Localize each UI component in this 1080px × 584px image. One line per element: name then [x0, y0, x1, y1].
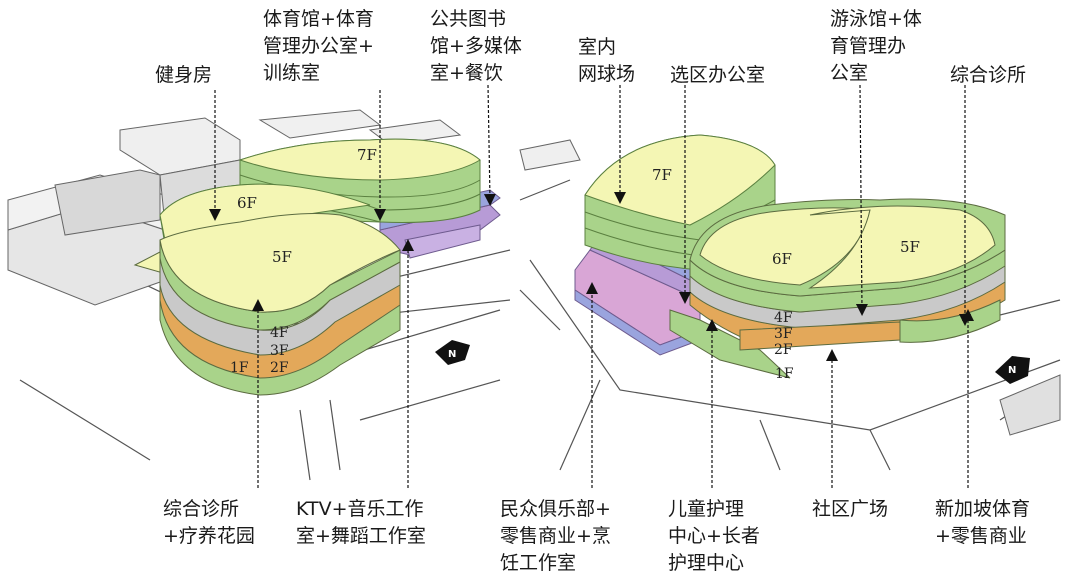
- right-view: 7F 6F 5F 4F 3F 2F 1F N: [519, 84, 1061, 488]
- left-floor-3f: 3F: [270, 343, 289, 359]
- label-gym: 健身房: [155, 64, 213, 86]
- label-plaza: 社区广场: [812, 498, 889, 520]
- right-main-block: [669, 198, 1006, 379]
- label-ktv: KTV+音乐工作 室+舞蹈工作室: [296, 498, 426, 547]
- left-leader-lines: [209, 84, 496, 488]
- left-north-label: N: [448, 349, 456, 360]
- label-right-clinic: 综合诊所: [950, 64, 1027, 86]
- right-leader-lines: [586, 84, 974, 488]
- right-floor-1f: 1F: [775, 366, 794, 382]
- right-north-arrow: N: [995, 356, 1030, 384]
- left-floor-1f: 1F: [230, 360, 249, 376]
- right-floor-2f: 2F: [774, 342, 793, 358]
- right-context-buildings: [519, 139, 1061, 436]
- left-leader-library: [483, 84, 496, 206]
- left-floor-6f: 6F: [237, 194, 257, 212]
- right-floor-3f: 3F: [774, 326, 793, 342]
- left-main-block: [133, 213, 401, 396]
- label-office: 选区办公室: [670, 64, 766, 86]
- label-sg-sports: 新加坡体育 +零售商业: [935, 498, 1031, 547]
- label-pool: 游泳馆+体 育管理办 公室: [830, 8, 922, 84]
- right-floor-5f: 5F: [900, 238, 920, 256]
- label-club: 民众俱乐部+ 零售商业+烹 饪工作室: [500, 498, 611, 574]
- left-north-arrow: N: [435, 340, 470, 365]
- right-north-label: N: [1008, 365, 1016, 376]
- right-leader-pool: [855, 84, 868, 316]
- label-left-clinic: 综合诊所 +疗养花园: [163, 498, 255, 547]
- right-floor-7f: 7F: [652, 166, 672, 184]
- label-sports-hall: 体育馆+体育 管理办公室+ 训练室: [263, 8, 374, 84]
- left-floor-7f: 7F: [357, 146, 377, 164]
- right-floor-4f: 4F: [774, 310, 793, 326]
- label-library: 公共图书 馆+多媒体 室+餐饮: [430, 8, 522, 84]
- left-floor-2f: 2F: [270, 360, 289, 376]
- left-floor-5f: 5F: [272, 248, 292, 266]
- label-childcare: 儿童护理 中心+长者 护理中心: [668, 498, 760, 574]
- left-floor-4f: 4F: [270, 325, 289, 341]
- right-floor-6f: 6F: [772, 250, 792, 268]
- label-tennis: 室内 网球场: [578, 36, 636, 85]
- left-view: 7F 6F 5F 4F 3F 2F 1F N: [7, 84, 511, 488]
